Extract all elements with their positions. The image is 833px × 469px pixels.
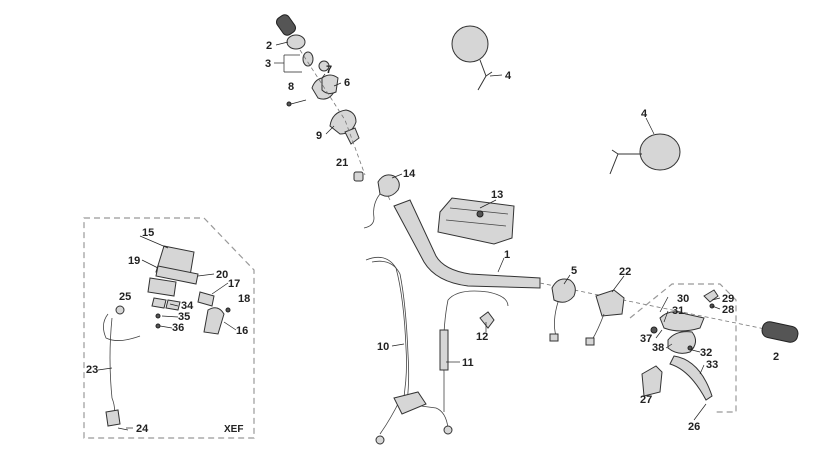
callout-4-top: 4 — [505, 70, 512, 82]
callout-16: 16 — [236, 325, 248, 337]
callout-18: 18 — [238, 293, 250, 305]
callout-2-right: 2 — [773, 351, 779, 363]
callout-28: 28 — [722, 304, 734, 316]
callout-2-left: 2 — [266, 40, 272, 52]
callout-31: 31 — [672, 305, 684, 317]
callout-24: 24 — [136, 423, 149, 435]
brake-lever-assembly — [629, 283, 737, 413]
callout-19: 19 — [128, 255, 140, 267]
callout-8: 8 — [288, 81, 294, 93]
callout-20: 20 — [216, 269, 228, 281]
callout-26: 26 — [688, 421, 700, 433]
callout-13: 13 — [491, 189, 503, 201]
callout-22: 22 — [619, 266, 631, 278]
callout-labels: 2 3 7 6 8 9 21 4 4 14 13 1 5 22 30 31 29… — [86, 40, 779, 435]
callout-32: 32 — [700, 347, 712, 359]
callout-10: 10 — [377, 341, 389, 353]
callout-6: 6 — [344, 77, 350, 89]
callout-25: 25 — [119, 291, 131, 303]
inset-label: XEF — [224, 424, 243, 435]
xef-inset — [83, 217, 255, 439]
leader-lines — [97, 41, 721, 429]
callout-30: 30 — [677, 293, 689, 305]
right-mirror — [609, 133, 681, 175]
callout-21: 21 — [336, 157, 348, 169]
callout-7: 7 — [326, 64, 332, 76]
right-grip — [761, 321, 799, 343]
callout-34: 34 — [181, 300, 194, 312]
right-switch — [549, 278, 625, 346]
callout-1: 1 — [504, 249, 510, 261]
callout-38: 38 — [652, 342, 664, 354]
callout-12: 12 — [476, 331, 488, 343]
instrument-cluster — [437, 197, 515, 245]
callout-27: 27 — [640, 394, 652, 406]
callout-33: 33 — [706, 359, 718, 371]
callout-23: 23 — [86, 364, 98, 376]
callout-14: 14 — [403, 168, 416, 180]
left-mirror — [451, 25, 493, 91]
callout-37: 37 — [640, 333, 652, 345]
callout-15: 15 — [142, 227, 154, 239]
callout-5: 5 — [571, 265, 577, 277]
callout-29: 29 — [722, 293, 734, 305]
callout-4-right: 4 — [641, 108, 648, 120]
left-switch — [363, 174, 400, 229]
callout-36: 36 — [172, 322, 184, 334]
callout-17: 17 — [228, 278, 240, 290]
throttle-cables — [365, 256, 453, 445]
callout-3: 3 — [265, 58, 271, 70]
callout-35: 35 — [178, 311, 190, 323]
clutch-cable — [439, 290, 509, 412]
callout-9: 9 — [316, 130, 322, 142]
left-grip-assembly — [275, 14, 366, 182]
callout-11: 11 — [462, 357, 474, 369]
